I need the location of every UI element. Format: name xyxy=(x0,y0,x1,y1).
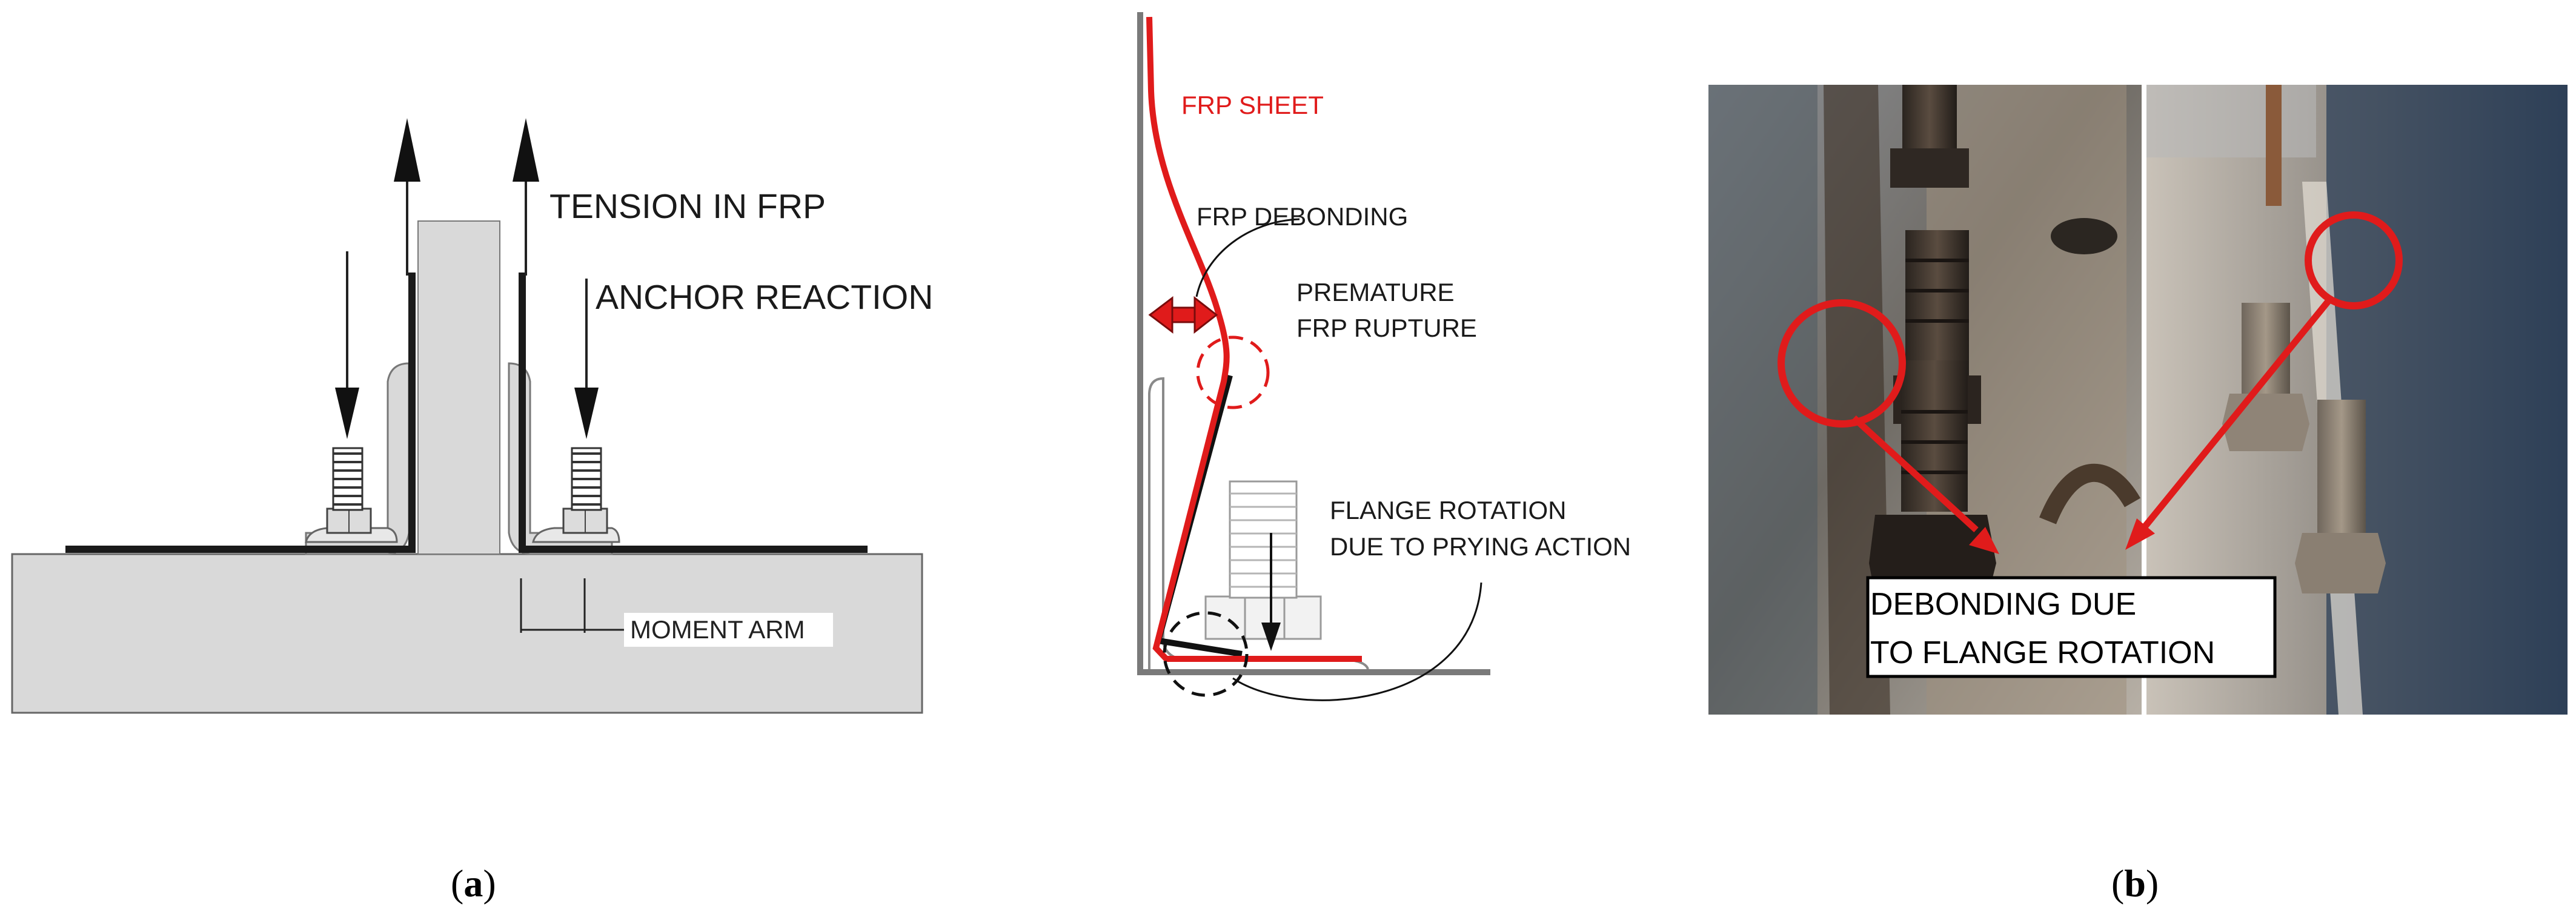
anchor-reaction-label: ANCHOR REACTION xyxy=(596,278,933,317)
debond-circle-left xyxy=(1778,299,1906,428)
prying-arrowhead xyxy=(1261,623,1281,651)
debond-circle-right xyxy=(2305,211,2403,309)
red-arrow-right xyxy=(2142,297,2332,529)
panel-a: MOMENT ARM TENSION IN FRP ANCHOR REACTIO… xyxy=(11,118,933,905)
frp-sheet-left xyxy=(65,273,416,553)
caption-b-open: ( xyxy=(2111,862,2124,905)
left-anchor-bolt xyxy=(305,447,398,543)
red-arrowhead-right xyxy=(2125,518,2155,550)
caption-a-letter: a xyxy=(463,862,483,905)
prying-action-label: DUE TO PRYING ACTION xyxy=(1330,532,1631,561)
callout-line1: DEBONDING DUE xyxy=(1870,587,2136,622)
callout-line2: TO FLANGE ROTATION xyxy=(1870,635,2215,670)
flange-rotation-label: FLANGE ROTATION xyxy=(1330,496,1566,524)
panel-b-photo: DEBONDING DUE TO FLANGE ROTATION (b) xyxy=(1708,85,2568,905)
rupture-circle xyxy=(1196,335,1270,409)
tension-in-frp-label: TENSION IN FRP xyxy=(549,187,826,226)
anchor-arrowhead-right xyxy=(574,388,599,439)
caption-a: (a) xyxy=(451,862,496,905)
caption-a-open: ( xyxy=(451,862,463,905)
photo-divider xyxy=(2142,85,2146,715)
frp-debonding-label: FRP DEBONDING xyxy=(1197,202,1408,231)
caption-b: (b) xyxy=(2111,862,2159,905)
right-anchor-bolt xyxy=(532,447,620,543)
caption-b-letter: b xyxy=(2124,862,2146,905)
tension-arrowhead-left xyxy=(394,118,420,182)
flange-leader xyxy=(1232,582,1482,701)
tension-arrowhead-right xyxy=(513,118,539,182)
corner-circle xyxy=(1163,611,1249,697)
moment-arm-label: MOMENT ARM xyxy=(630,615,805,644)
column-stem xyxy=(417,220,500,555)
anchor-arrowhead-left xyxy=(335,388,359,439)
panel-b-sketch: FRP SHEET FRP DEBONDING PREMATURE FRP RU… xyxy=(1137,12,1631,701)
frp-rupture-label: FRP RUPTURE xyxy=(1296,314,1477,342)
wall-floor-outline xyxy=(1137,12,1490,675)
debonding-leader xyxy=(1195,218,1300,297)
frp-sheet-label: FRP SHEET xyxy=(1181,91,1324,119)
callout-box xyxy=(1866,576,2277,678)
debonding-double-arrow xyxy=(1148,296,1218,334)
red-arrow-left xyxy=(1851,415,1979,533)
caption-a-close: ) xyxy=(483,862,496,905)
moment-arm-dimension xyxy=(520,578,630,633)
frp-sheet-red xyxy=(1146,16,1362,662)
moment-arm-label-bg xyxy=(624,613,833,647)
premature-label: PREMATURE xyxy=(1296,278,1455,306)
sketch-steel-angle xyxy=(1148,377,1369,670)
caption-b-close: ) xyxy=(2146,862,2159,905)
red-arrowhead-left xyxy=(1969,527,1999,554)
sketch-bolt xyxy=(1204,480,1322,640)
frp-sheet-right xyxy=(519,273,868,553)
